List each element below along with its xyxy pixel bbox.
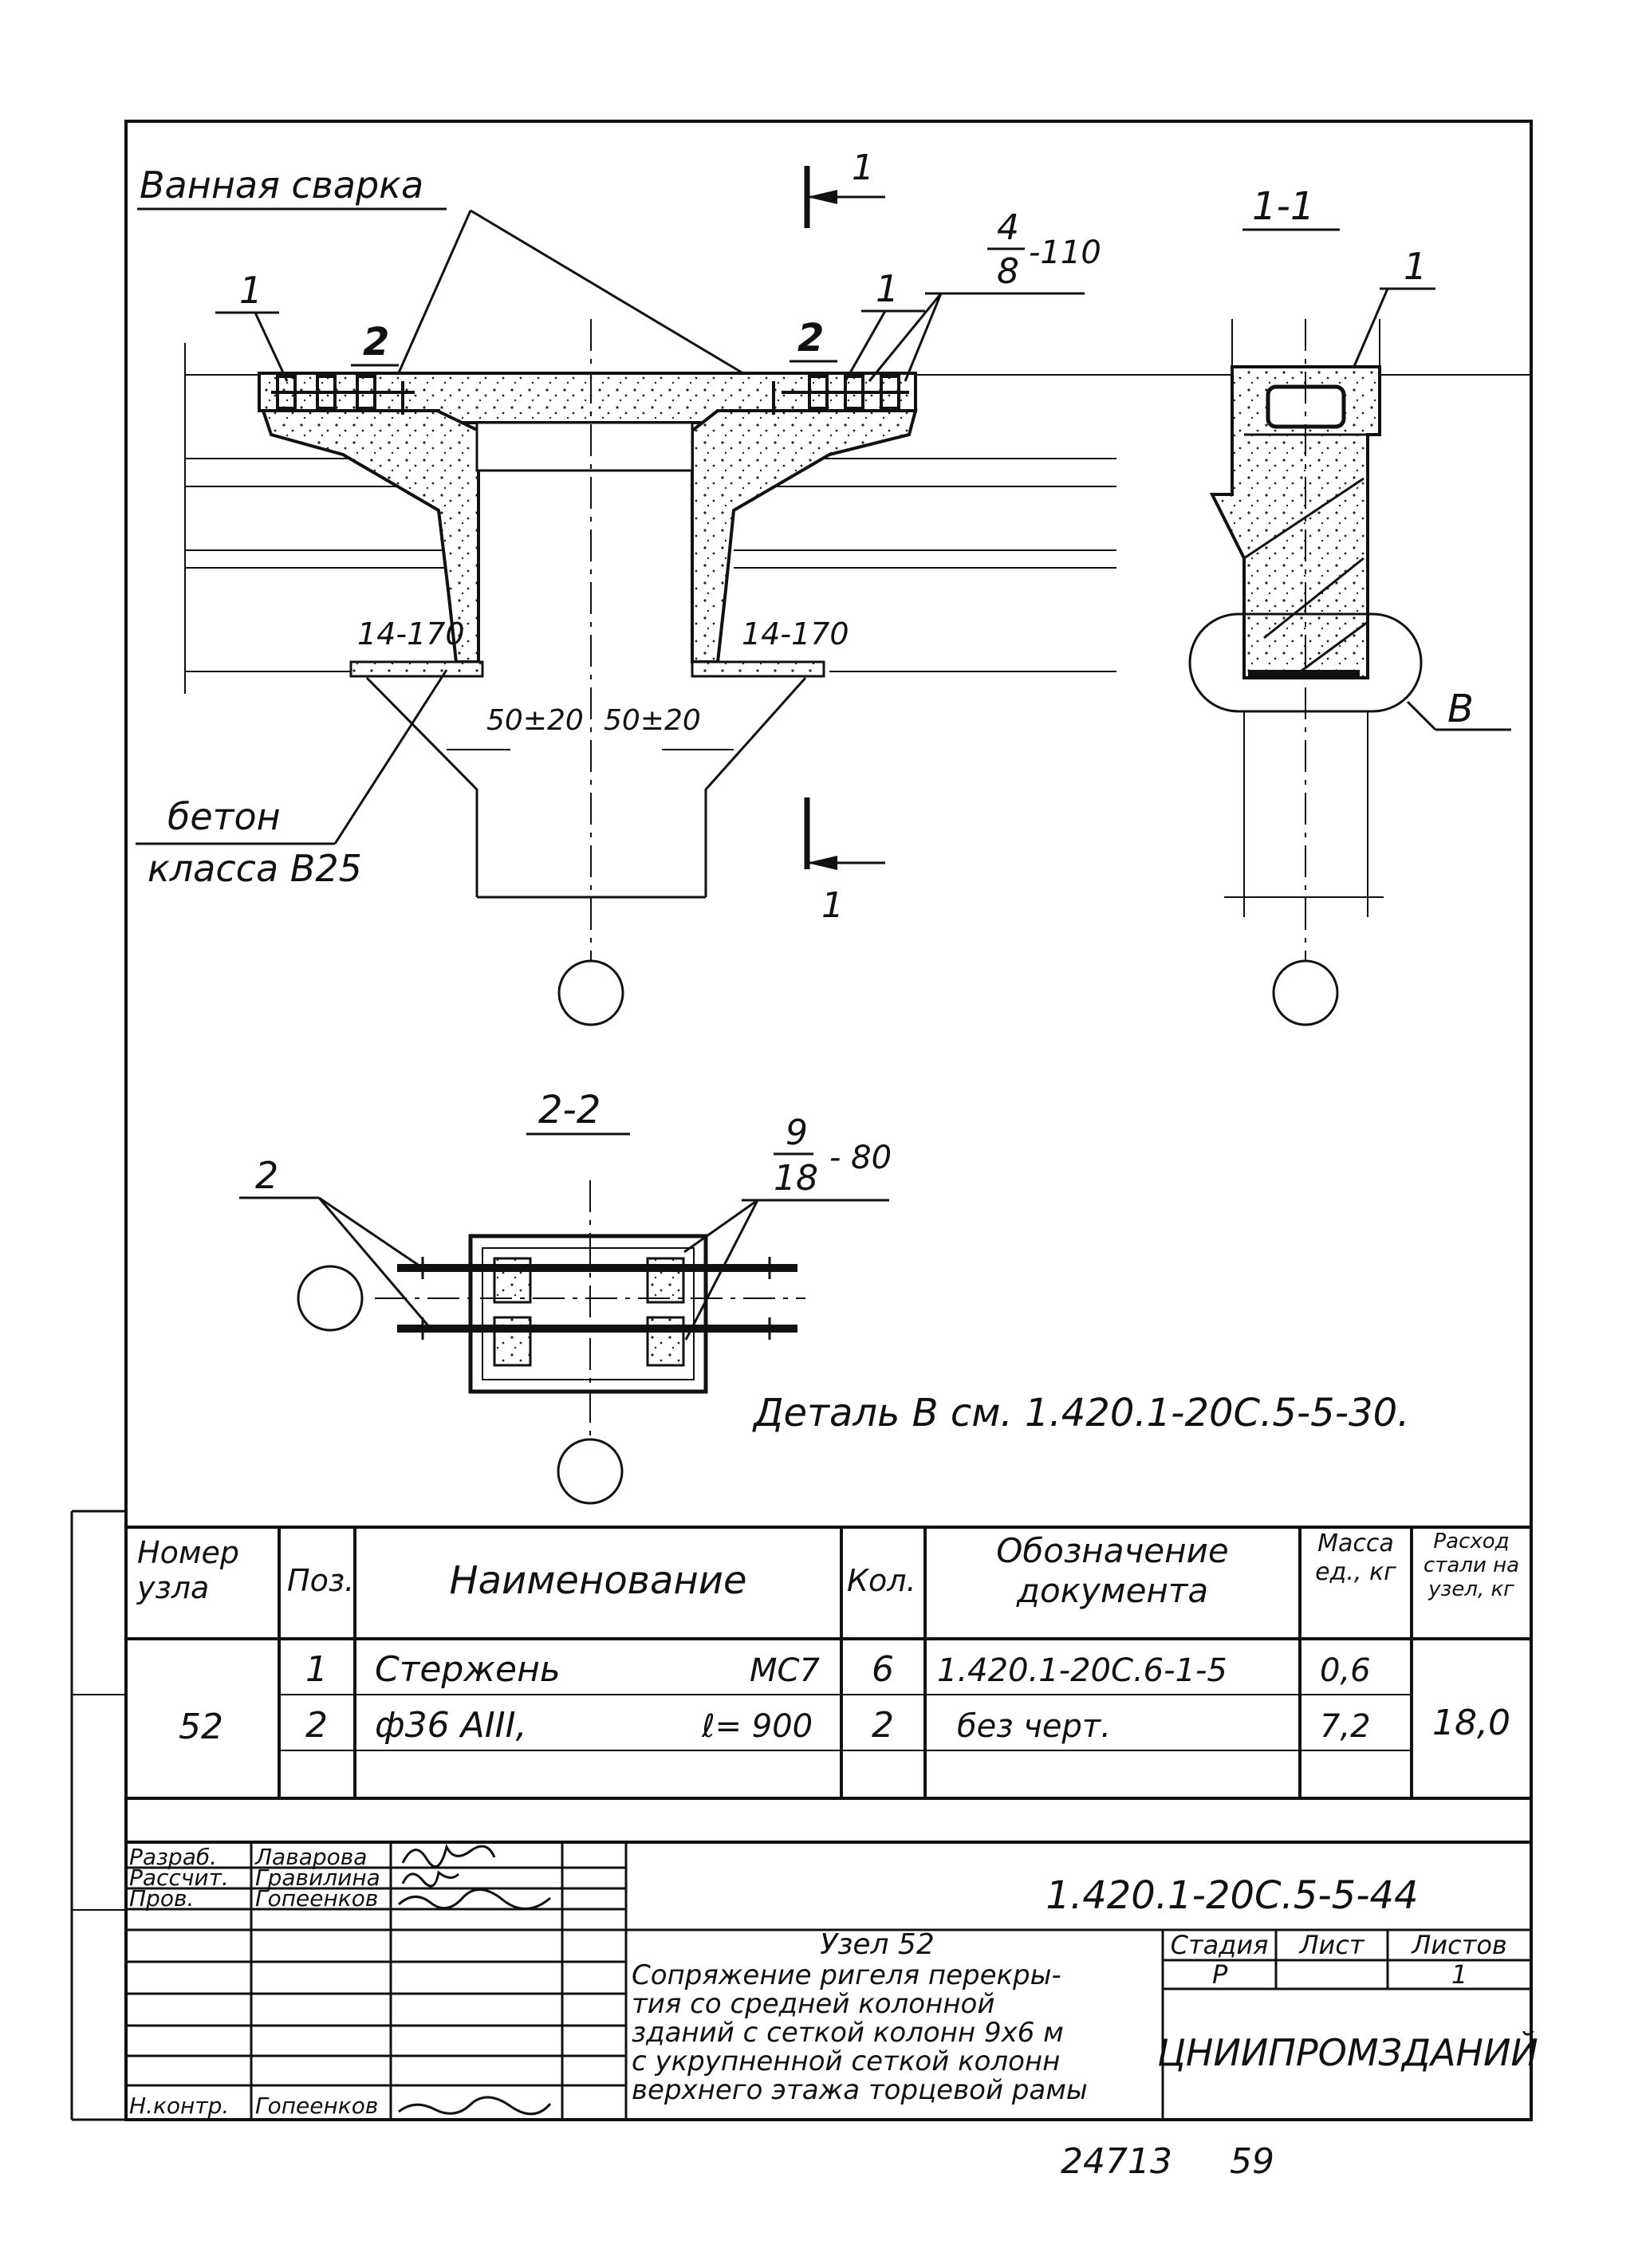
stage-value: Р [1212, 1959, 1228, 1990]
header-mass: Масса ед., кг [1315, 1530, 1396, 1586]
row-mass: 0,6 [1320, 1652, 1371, 1689]
role-developer: Разраб. [129, 1844, 217, 1870]
signature-1 [401, 1843, 496, 1868]
left-web [261, 409, 480, 663]
title-line-5: с укрупненной сеткой колонн [632, 2046, 1060, 2077]
header-doc: Обозначение документа [996, 1531, 1229, 1610]
role-calculator: Рассчит. [129, 1864, 229, 1891]
header-node: Номер узла [137, 1535, 239, 1605]
header-qty: Кол. [847, 1563, 916, 1598]
title-line-4: зданий с сеткой колонн 9х6 м [632, 2017, 1064, 2049]
row-doc: 1.420.1-20С.6-1-5 [937, 1652, 1227, 1689]
row-mark: ℓ= 900 [701, 1708, 813, 1745]
title-line-3: тия со средней колонной [632, 1988, 994, 2020]
detail-b-label: В [1447, 687, 1474, 731]
name-calculator: Гравилина [255, 1864, 380, 1891]
main-elevation: Ванная сварка [136, 148, 1531, 1026]
pos-2-right: 2 [797, 316, 824, 360]
section-1-1-title: 1-1 [1252, 184, 1314, 229]
stage-header: Стадия [1171, 1930, 1269, 1960]
pos-1-section: 1 [1404, 245, 1427, 288]
designation: 1.420.1-20С.5-5-44 [1046, 1873, 1418, 1918]
axis-bubble-main [557, 959, 624, 1026]
title-line-1: Узел 52 [820, 1928, 935, 1961]
row-name: ф36 АIII, [375, 1705, 527, 1746]
title-text: Узел 52 Сопряжение ригеля перекры- тия с… [632, 1928, 1088, 2106]
name-developer: Лаварова [254, 1844, 367, 1870]
pos-2-section: 2 [255, 1154, 278, 1197]
title-line-6: верхнего этажа торцевой рамы [632, 2074, 1088, 2106]
section-2-2: 2-2 2 9 18 - 80 Деталь В см. 1.420.1-20С… [239, 1088, 1409, 1505]
gap-right: 50±20 [604, 704, 701, 737]
row-pos: 1 [305, 1649, 328, 1690]
axis-bubble-v [557, 1438, 624, 1505]
signature-4 [398, 2096, 552, 2116]
cut-mark-bottom: 1 [821, 885, 844, 926]
row-qty: 6 [872, 1649, 894, 1690]
section-2-2-title: 2-2 [538, 1088, 601, 1132]
sheet-frame [70, 120, 1533, 2121]
row-doc: без черт. [957, 1708, 1111, 1745]
concrete-label-2: класса В25 [148, 847, 362, 890]
row-pos: 2 [305, 1705, 328, 1746]
organization: ЦНИИПРОМЗДАНИЙ [1157, 2031, 1538, 2074]
sheets-header: Листов [1411, 1930, 1507, 1960]
row-mass: 7,2 [1320, 1708, 1371, 1745]
title-block: Разраб. Лаварова Рассчит. Гравилина Пров… [126, 1842, 1538, 2120]
gap-left: 50±20 [486, 704, 584, 737]
signature-3 [397, 1888, 551, 1910]
role-norm-control: Н.контр. [129, 2093, 229, 2119]
name-norm-control: Гопеенков [255, 2093, 378, 2119]
axis-bubble-section [1272, 959, 1339, 1026]
axis-bubble-h [297, 1265, 364, 1332]
frac-b-step: - 80 [829, 1140, 892, 1176]
header-name: Наименование [449, 1558, 746, 1603]
right-web [691, 409, 918, 663]
page-number: 59 [1230, 2141, 1274, 2182]
frac-b-num: 9 [786, 1112, 808, 1153]
section-1-1: 1-1 1 В [1188, 184, 1511, 1026]
frac-a-num: 4 [997, 207, 1019, 248]
frac-b-den: 18 [774, 1158, 818, 1199]
name-checker: Гопеенков [255, 1885, 378, 1912]
pos-2-left: 2 [363, 320, 389, 364]
slab-rebars [271, 375, 909, 415]
node-number: 52 [179, 1707, 223, 1747]
dim-left: 14-170 [357, 616, 465, 652]
row-name: Стержень [375, 1649, 561, 1690]
table-row: 2 ф36 АIII, ℓ= 900 2 без черт. 7,2 [305, 1705, 1371, 1746]
archive-number: 24713 [1061, 2141, 1172, 2182]
dim-right: 14-170 [742, 616, 849, 652]
signature-rows: Разраб. Лаварова Рассчит. Гравилина Пров… [129, 1843, 552, 2119]
sheet-header: Лист [1298, 1930, 1364, 1960]
cut-mark-top: 1 [852, 148, 874, 188]
pos-1-left: 1 [239, 269, 262, 312]
row-mark: МС7 [750, 1652, 820, 1689]
header-steel: Расход стали на узел, кг [1423, 1530, 1520, 1601]
role-checker: Пров. [129, 1885, 194, 1912]
table-row: 1 Стержень МС7 6 1.420.1-20С.6-1-5 0,6 [305, 1649, 1371, 1690]
title-line-2: Сопряжение ригеля перекры- [632, 1959, 1061, 1991]
frac-a-den: 8 [997, 251, 1019, 292]
sheets-value: 1 [1451, 1959, 1467, 1990]
pos-1-right: 1 [876, 267, 899, 310]
detail-reference: Деталь В см. 1.420.1-20С.5-5-30. [752, 1391, 1409, 1435]
concrete-label-1: бетон [167, 795, 281, 838]
row-qty: 2 [872, 1705, 894, 1746]
signature-2 [401, 1870, 460, 1888]
frac-a-step: -110 [1029, 234, 1101, 271]
header-pos: Поз. [287, 1563, 354, 1598]
total-steel: 18,0 [1432, 1703, 1510, 1743]
spec-table: Номер узла Поз. Наименование Кол. Обозна… [126, 1526, 1531, 1844]
weld-label: Ванная сварка [140, 163, 423, 207]
